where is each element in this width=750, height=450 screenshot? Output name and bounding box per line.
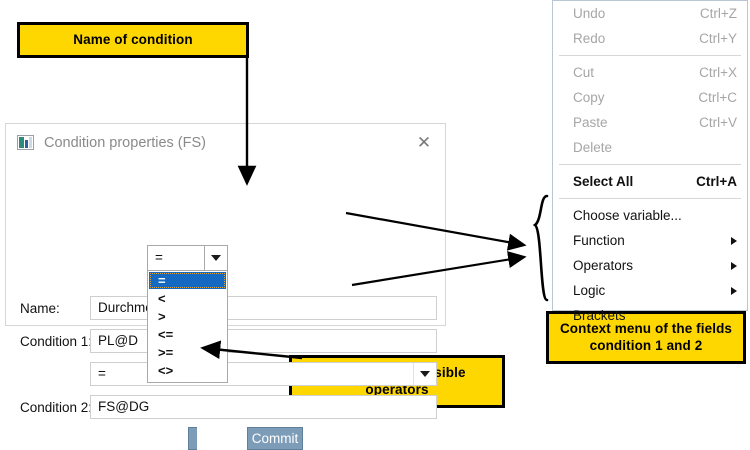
menu-item-logic[interactable]: Logic: [553, 278, 747, 303]
menu-separator: [559, 164, 741, 165]
menu-item-shortcut: Ctrl+V: [699, 115, 737, 130]
menu-item-undo: Undo Ctrl+Z: [553, 1, 747, 26]
menu-item-label: Undo: [573, 6, 606, 21]
name-input[interactable]: Durchmesser: [90, 296, 437, 320]
menu-item-label: Brackets: [573, 308, 626, 323]
menu-item-label: Copy: [573, 90, 605, 105]
operator-combobox-wide-value: =: [98, 366, 106, 381]
operator-combobox-wide[interactable]: =: [90, 362, 437, 386]
operator-option[interactable]: <=: [158, 327, 174, 342]
submenu-arrow-icon: [731, 286, 737, 295]
menu-item-shortcut: Ctrl+X: [699, 65, 737, 80]
menu-item-label: Choose variable...: [573, 208, 682, 223]
callout-name-of-condition: Name of condition: [17, 22, 249, 58]
dialog-title: Condition properties (FS): [44, 134, 206, 151]
field-row-condition-2: Condition 2: FS@DG: [20, 395, 437, 419]
callout-name-of-condition-text: Name of condition: [73, 31, 193, 47]
menu-separator: [559, 55, 741, 56]
menu-item-select-all[interactable]: Select All Ctrl+A: [553, 169, 747, 194]
menu-item-label: Paste: [573, 115, 608, 130]
screenshot-root: Name of condition Selection of possible …: [5, 0, 748, 450]
field-row-name: Name: Durchmesser: [20, 296, 437, 320]
operator-combobox-open[interactable]: =: [147, 245, 228, 271]
label-condition-2: Condition 2:: [20, 399, 93, 415]
operator-option[interactable]: <>: [158, 363, 174, 378]
menu-item-label: Cut: [573, 65, 595, 80]
menu-item-paste: Paste Ctrl+V: [553, 110, 747, 135]
callout-context-menu-note-text: Context menu of the fields condition 1 a…: [559, 320, 733, 353]
menu-item-shortcut: Ctrl+Z: [699, 6, 737, 21]
window-chart-icon: [17, 135, 34, 150]
label-condition-1: Condition 1:: [20, 333, 93, 349]
dialog-titlebar: Condition properties (FS): [6, 124, 445, 161]
menu-item-redo: Redo Ctrl+Y: [553, 26, 747, 51]
condition-2-input[interactable]: FS@DG: [90, 395, 437, 419]
menu-item-copy: Copy Ctrl+C: [553, 85, 747, 110]
operator-option[interactable]: >=: [158, 345, 174, 360]
commit-button[interactable]: Commit: [247, 427, 303, 450]
menu-item-shortcut: Ctrl+C: [698, 90, 737, 105]
menu-item-label: Delete: [573, 140, 613, 155]
menu-item-label: Redo: [573, 31, 606, 46]
operator-option[interactable]: <: [158, 291, 166, 306]
chevron-down-icon[interactable]: [204, 246, 227, 270]
menu-item-delete: Delete: [553, 135, 747, 160]
operator-combobox-value: =: [155, 250, 163, 265]
menu-item-shortcut: Ctrl+A: [696, 174, 737, 189]
menu-item-label: Function: [573, 233, 625, 248]
chevron-down-icon[interactable]: [413, 363, 436, 385]
menu-item-operators[interactable]: Operators: [553, 253, 747, 278]
menu-item-cut: Cut Ctrl+X: [553, 60, 747, 85]
menu-item-label: Operators: [573, 258, 634, 273]
submenu-arrow-icon: [731, 261, 737, 270]
menu-item-shortcut: Ctrl+Y: [699, 31, 737, 46]
label-name: Name:: [20, 300, 60, 316]
context-menu: Undo Ctrl+Z Redo Ctrl+Y Cut Ctrl+X Copy Ctrl+C P…: [552, 0, 748, 323]
close-icon[interactable]: ✕: [416, 133, 432, 153]
menu-item-function[interactable]: Function: [553, 228, 747, 253]
menu-item-choose-variable[interactable]: Choose variable...: [553, 203, 747, 228]
condition-1-input[interactable]: PL@D: [90, 329, 437, 353]
field-row-condition-1: Condition 1: PL@D: [20, 329, 437, 353]
operator-option[interactable]: =: [149, 272, 226, 289]
menu-item-label: Logic: [573, 283, 606, 298]
cancel-button-partially-hidden[interactable]: [188, 427, 197, 450]
operator-dropdown-list[interactable]: =<><=>=<>: [147, 271, 228, 383]
menu-item-brackets[interactable]: Brackets: [553, 303, 747, 328]
menu-item-label: Select All: [573, 174, 634, 189]
callout-context-menu-note: Context menu of the fields condition 1 a…: [546, 311, 746, 364]
operator-option[interactable]: >: [158, 309, 166, 324]
submenu-arrow-icon: [731, 236, 737, 245]
menu-separator: [559, 198, 741, 199]
